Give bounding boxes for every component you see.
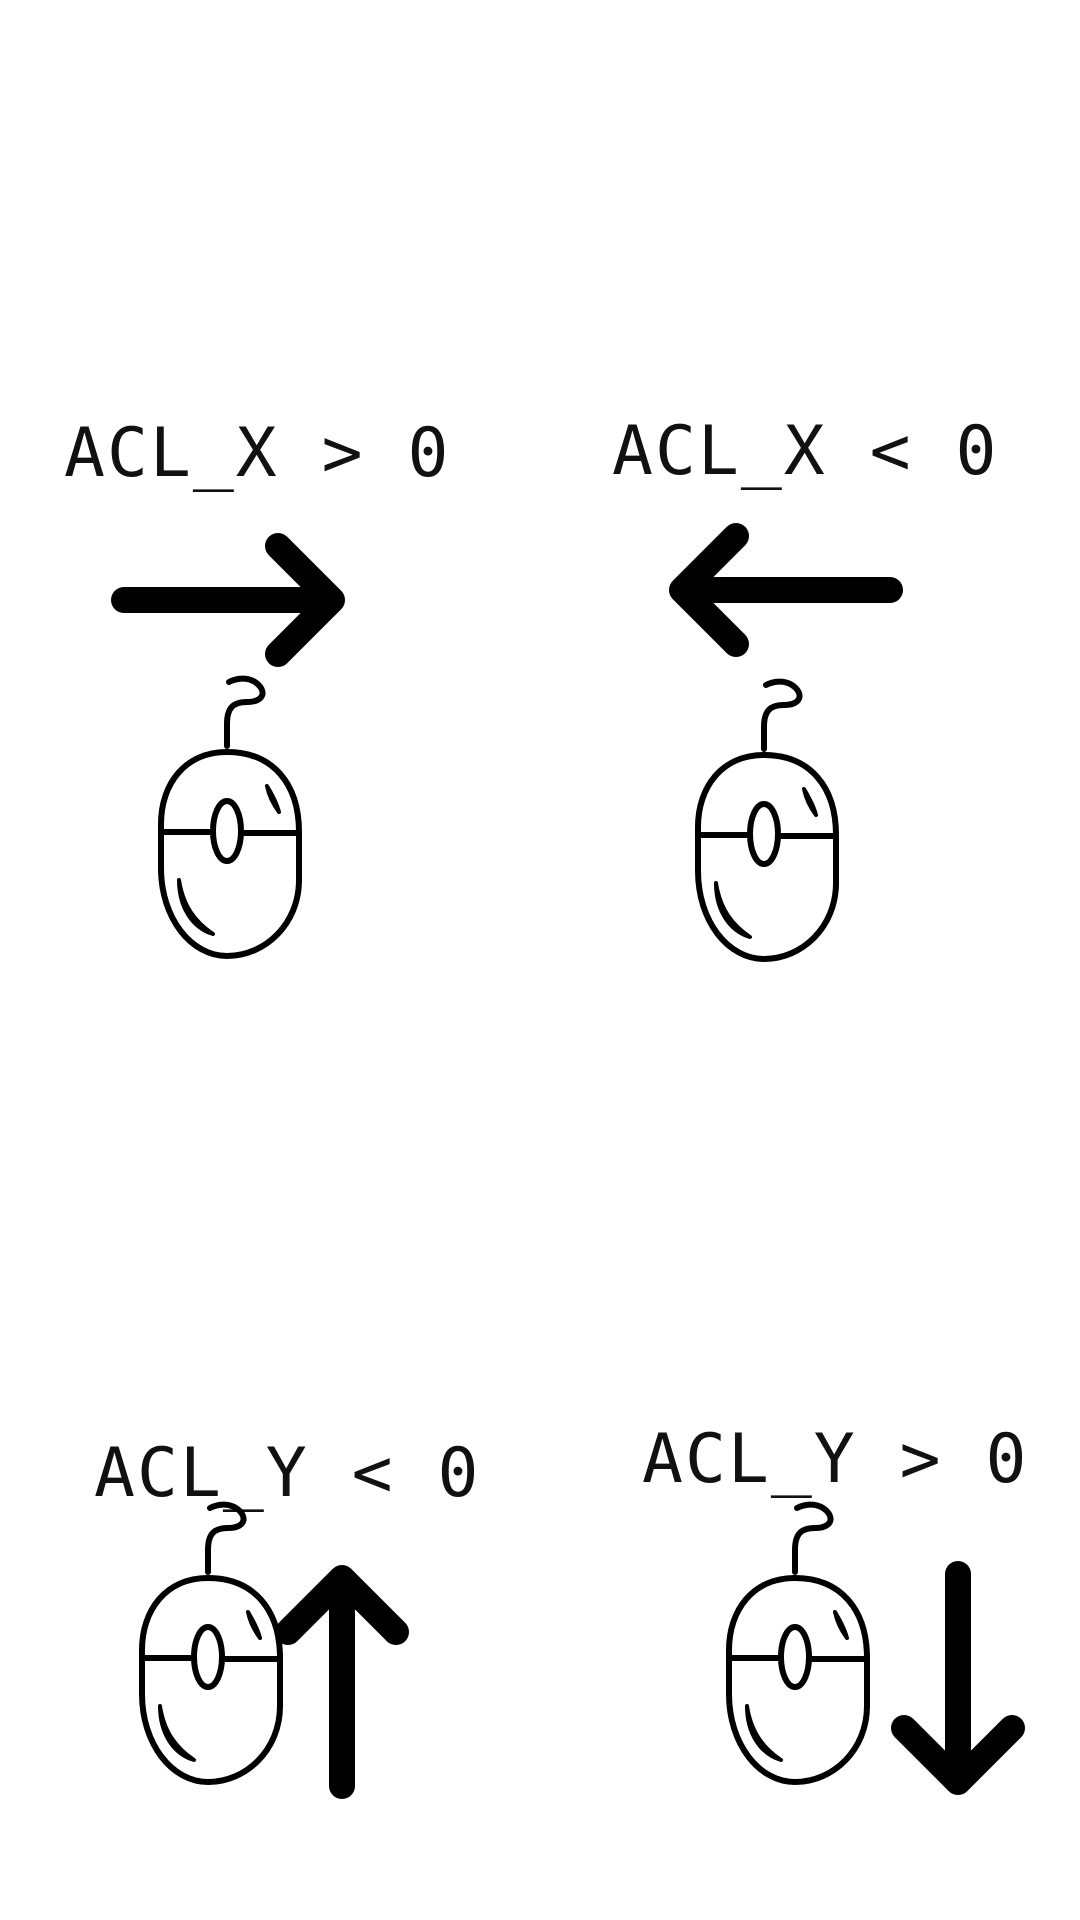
mouse-icon: [155, 672, 305, 962]
arrow-right-icon: [111, 533, 345, 667]
arrow-down-icon: [891, 1561, 1025, 1795]
label-acl-y-negative: ACL_Y < 0: [94, 1434, 481, 1513]
mouse-icon: [723, 1498, 873, 1788]
label-acl-x-positive: ACL_X > 0: [64, 414, 451, 493]
label-acl-y-positive: ACL_Y > 0: [642, 1420, 1029, 1499]
label-acl-x-negative: ACL_X < 0: [612, 412, 999, 491]
mouse-icon: [136, 1498, 286, 1788]
mouse-icon: [692, 675, 842, 965]
arrow-left-icon: [669, 523, 903, 657]
arrow-up-icon: [275, 1565, 409, 1799]
